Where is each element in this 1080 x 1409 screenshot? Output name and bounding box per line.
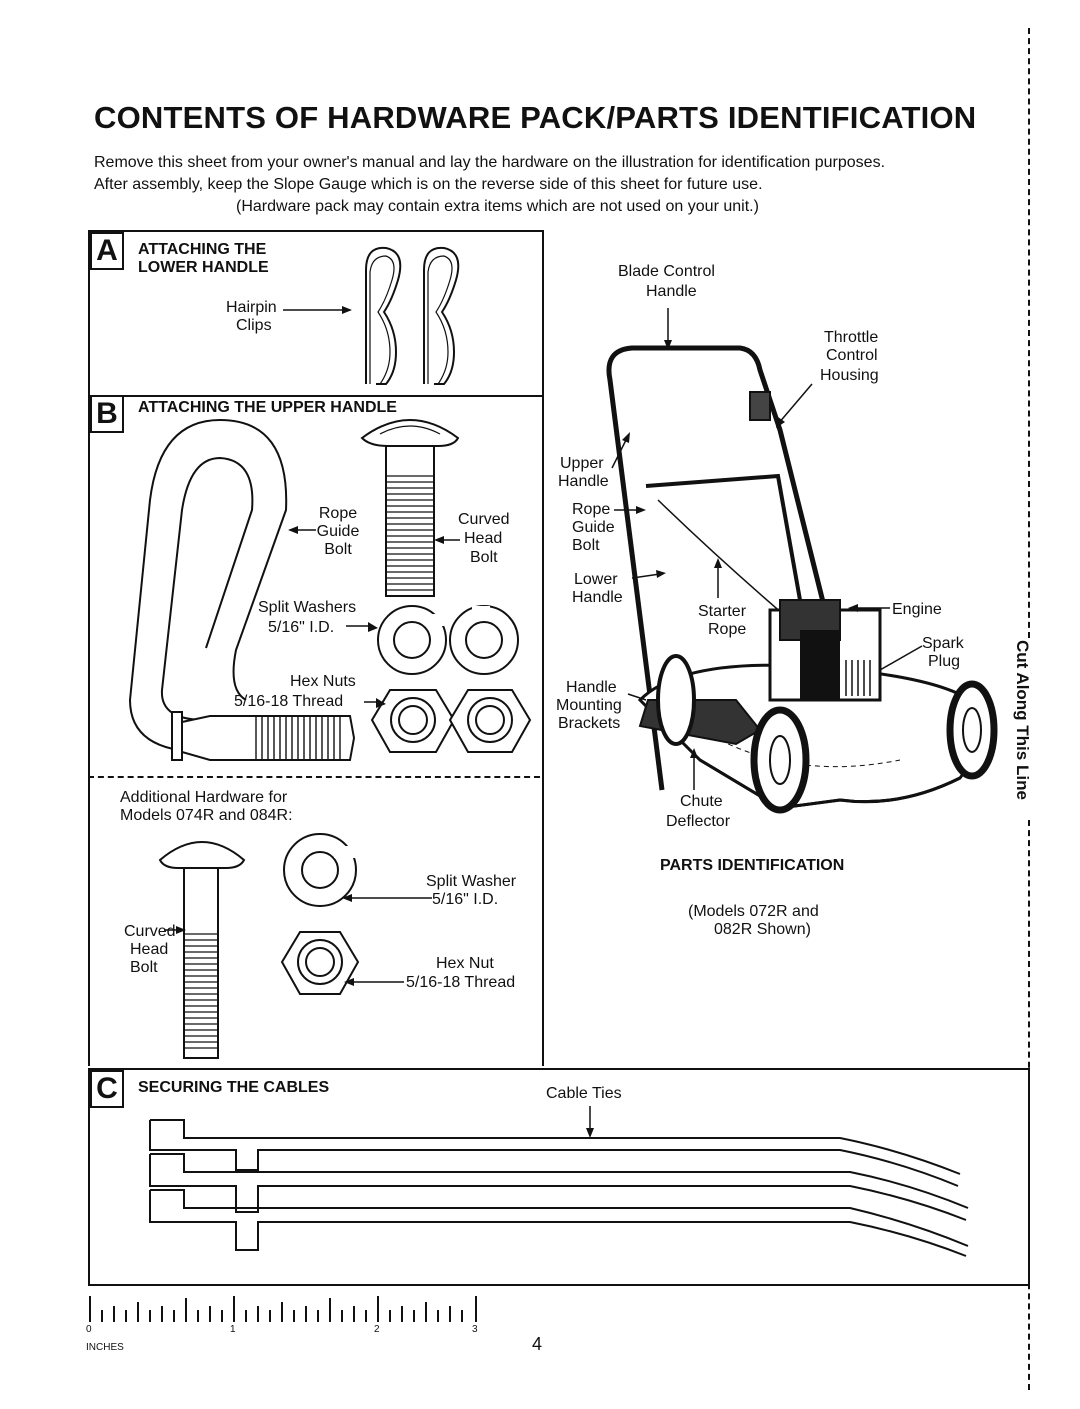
rope-guide-bolt-part-label-2: Guide bbox=[572, 519, 615, 536]
curved-head-bolt-label-2: Head bbox=[464, 530, 503, 547]
section-a-heading-1: ATTACHING THE bbox=[138, 241, 267, 258]
blade-control-handle-label-2: Handle bbox=[646, 283, 697, 300]
section-b-box bbox=[88, 393, 544, 1066]
throttle-control-housing-label-2: Control bbox=[826, 347, 878, 364]
blade-control-handle-label-1: Blade Control bbox=[618, 263, 715, 280]
split-washers-label-2: 5/16" I.D. bbox=[268, 619, 335, 636]
curved-head-bolt2-label-3: Bolt bbox=[130, 959, 158, 976]
starter-rope-label-1: Starter bbox=[698, 603, 747, 620]
hex-nut-label-1: Hex Nut bbox=[436, 955, 494, 972]
page-number: 4 bbox=[532, 1334, 543, 1354]
cable-ties-label: Cable Ties bbox=[546, 1085, 622, 1102]
section-c-heading: SECURING THE CABLES bbox=[138, 1079, 330, 1096]
rope-guide-bolt-part-label-1: Rope bbox=[572, 501, 611, 518]
split-washers-label-1: Split Washers bbox=[258, 599, 357, 616]
lower-handle-label-2: Handle bbox=[572, 589, 623, 606]
ruler-unit: INCHES bbox=[86, 1342, 124, 1353]
hairpin-label-1: Hairpin bbox=[226, 299, 277, 316]
hex-nuts-label-2: 5/16-18 Thread bbox=[234, 693, 344, 710]
parts-identification-title: PARTS IDENTIFICATION bbox=[660, 857, 845, 874]
ruler-label-3: 3 bbox=[472, 1324, 478, 1335]
starter-rope-label-2: Rope bbox=[708, 621, 747, 638]
additional-hardware-line-2: Models 074R and 084R: bbox=[120, 807, 293, 824]
hex-nut-label-2: 5/16-18 Thread bbox=[406, 974, 516, 991]
section-b-divider bbox=[88, 776, 540, 778]
throttle-control-housing-label-1: Throttle bbox=[824, 329, 879, 346]
section-b-heading: ATTACHING THE UPPER HANDLE bbox=[138, 399, 397, 416]
section-b-letter: B bbox=[90, 395, 124, 433]
throttle-control-housing-label-3: Housing bbox=[820, 367, 879, 384]
hairpin-label-2: Clips bbox=[236, 317, 272, 334]
rope-guide-bolt-label-1: Rope bbox=[318, 505, 358, 522]
section-c-letter: C bbox=[90, 1070, 124, 1108]
ruler-label-2: 2 bbox=[374, 1324, 380, 1335]
engine-label: Engine bbox=[892, 601, 942, 618]
section-c-box bbox=[88, 1068, 1030, 1286]
curved-head-bolt2-label-1: Curved bbox=[124, 923, 176, 940]
handle-mounting-brackets-label-2: Mounting bbox=[556, 697, 622, 714]
upper-handle-label-1: Upper bbox=[560, 455, 604, 472]
handle-mounting-brackets-label-1: Handle bbox=[566, 679, 617, 696]
spark-plug-label-2: Plug bbox=[928, 653, 961, 670]
curved-head-bolt2-label-2: Head bbox=[130, 941, 169, 958]
section-a-heading-2: LOWER HANDLE bbox=[138, 259, 269, 276]
split-washer-label-2: 5/16" I.D. bbox=[432, 891, 499, 908]
curved-head-bolt-label-1: Curved bbox=[458, 511, 510, 528]
split-washer-label-1: Split Washer bbox=[426, 873, 517, 890]
cut-line-label: Cut Along This Line bbox=[1013, 640, 1032, 800]
rope-guide-bolt-label-2: Guide bbox=[316, 523, 360, 540]
page-title: CONTENTS OF HARDWARE PACK/PARTS IDENTIFI… bbox=[94, 100, 977, 135]
intro-line-2: After assembly, keep the Slope Gauge whi… bbox=[94, 176, 763, 193]
intro-line-1: Remove this sheet from your owner's manu… bbox=[94, 154, 886, 171]
lower-handle-label-1: Lower bbox=[574, 571, 618, 588]
parts-models-line-1: (Models 072R and bbox=[688, 903, 819, 920]
ruler-label-0: 0 bbox=[86, 1324, 92, 1335]
handle-mounting-brackets-label-3: Brackets bbox=[558, 715, 621, 732]
chute-deflector-label-2: Deflector bbox=[666, 813, 731, 830]
ruler-label-1: 1 bbox=[230, 1324, 236, 1335]
curved-head-bolt-label-3: Bolt bbox=[470, 549, 498, 566]
rope-guide-bolt-label-3: Bolt bbox=[324, 541, 352, 558]
additional-hardware-line-1: Additional Hardware for bbox=[120, 789, 288, 806]
intro-line-3: (Hardware pack may contain extra items w… bbox=[236, 198, 759, 215]
spark-plug-label-1: Spark bbox=[922, 635, 964, 652]
hex-nuts-label-1: Hex Nuts bbox=[290, 673, 356, 690]
cut-line-upper bbox=[1028, 28, 1030, 638]
section-a-box bbox=[88, 230, 544, 397]
upper-handle-label-2: Handle bbox=[558, 473, 609, 490]
section-a-letter: A bbox=[90, 232, 124, 270]
chute-deflector-label-1: Chute bbox=[680, 793, 723, 810]
rope-guide-bolt-part-label-3: Bolt bbox=[572, 537, 600, 554]
parts-models-line-2: 082R Shown) bbox=[714, 921, 811, 938]
